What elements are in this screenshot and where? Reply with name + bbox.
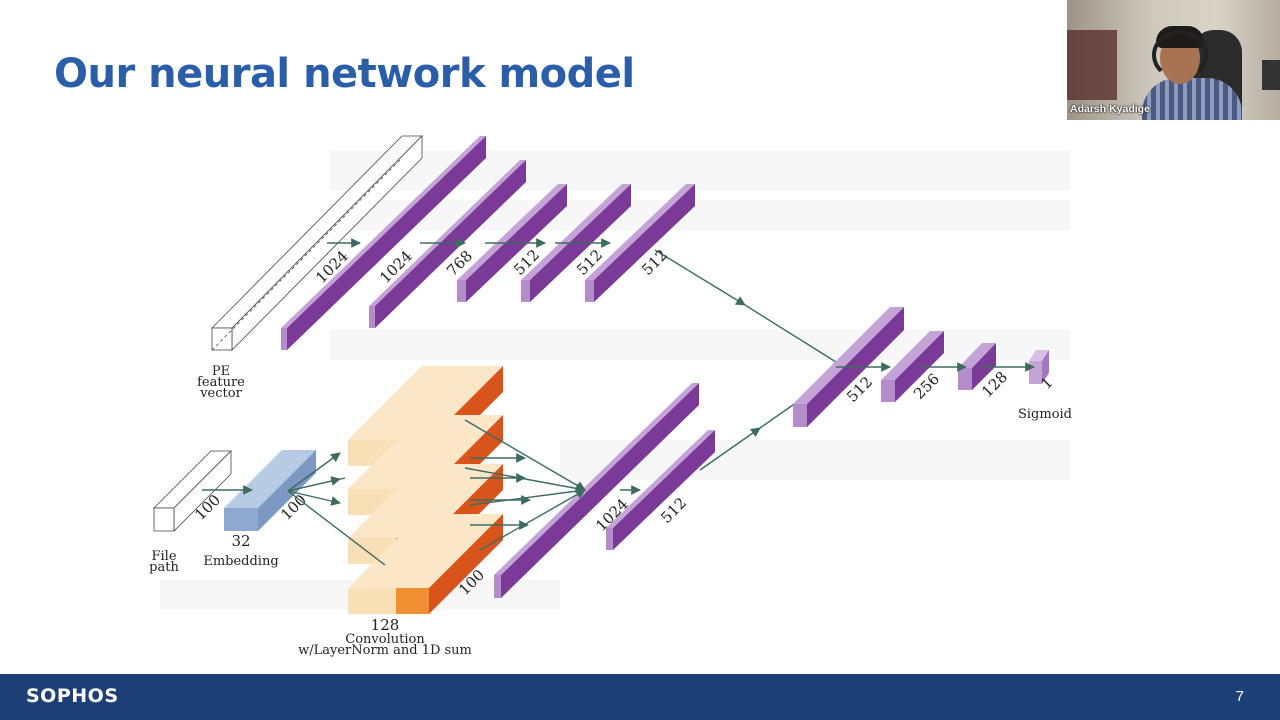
- conv-layer: [348, 514, 503, 614]
- svg-text:path: path: [149, 560, 179, 575]
- sigmoid-label: Sigmoid: [1018, 407, 1072, 422]
- conv-channels-label: 128: [371, 616, 400, 634]
- slide-title: Our neural network model: [54, 51, 635, 97]
- pe-dense-5: [585, 184, 695, 302]
- path-dense-1: [494, 383, 699, 598]
- webcam-frame: [1262, 60, 1280, 90]
- presenter-name: Adarsh Kyadige: [1070, 103, 1150, 115]
- path-dense-2: [606, 430, 715, 550]
- svg-text:feature: feature: [197, 375, 245, 390]
- webcam-headphones: [1152, 30, 1208, 80]
- webcam-shelf: [1067, 30, 1117, 100]
- embedding-to-conv-arrows: [287, 452, 386, 566]
- svg-text:vector: vector: [199, 386, 242, 401]
- pe-flow-arrows: [327, 238, 837, 363]
- presenter-webcam: Adarsh Kyadige: [1067, 0, 1280, 120]
- convolution-label: Convolution w/LayerNorm and 1D sum: [298, 632, 472, 658]
- webcam-shirt: [1142, 78, 1242, 120]
- sophos-logo: SOPHOS: [26, 685, 119, 707]
- svg-text:w/LayerNorm and 1D sum: w/LayerNorm and 1D sum: [298, 643, 472, 658]
- svg-text:PE: PE: [212, 364, 230, 379]
- embedding-label: Embedding: [203, 554, 278, 569]
- file-path-label: File path: [149, 549, 179, 575]
- svg-text:Convolution: Convolution: [345, 632, 425, 647]
- svg-text:File: File: [151, 549, 176, 564]
- pe-dense-2: [369, 160, 526, 328]
- file-path-input: [153, 450, 232, 532]
- figure-background: [160, 150, 1070, 610]
- embedding-dim-label: 32: [231, 532, 250, 550]
- pe-dense-1: [281, 136, 486, 350]
- pe-feature-vector-label: PE feature vector: [197, 364, 245, 401]
- neural-network-diagram: 1024 1024 768 512 512 512 PE feature vec…: [149, 135, 1072, 658]
- joint-dense-2: [881, 331, 944, 402]
- footer-bar: SOPHOS 7: [0, 674, 1280, 720]
- page-number: 7: [1235, 688, 1244, 705]
